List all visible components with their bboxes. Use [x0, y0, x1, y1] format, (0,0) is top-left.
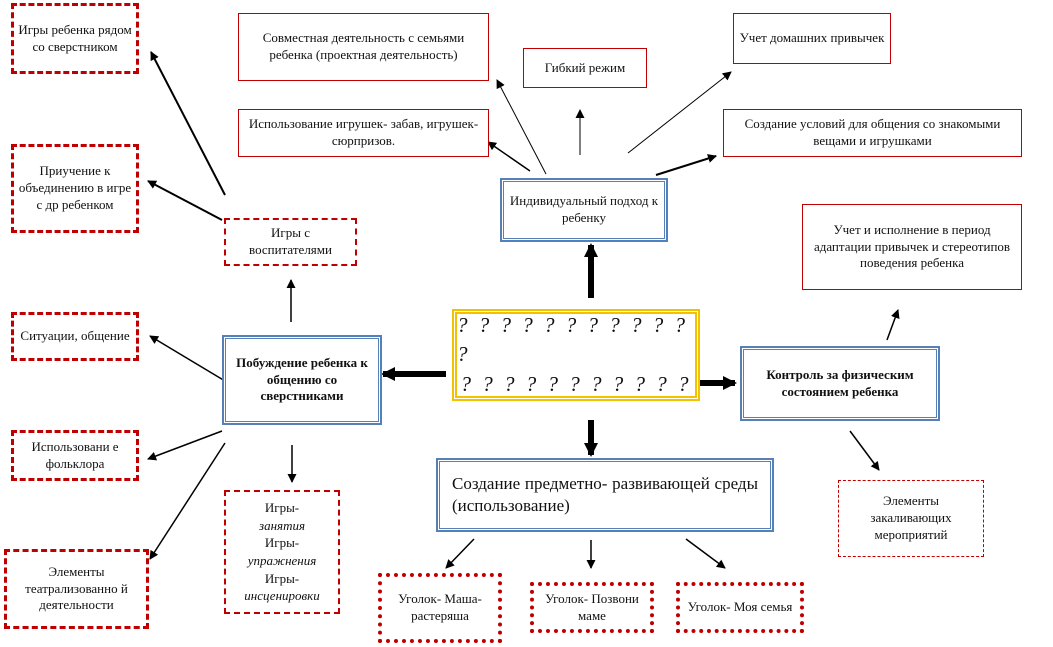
individual-approach-box: Индивидуальный подход к ребенку	[500, 178, 668, 242]
games-item-1-type: занятия	[259, 517, 305, 533]
arrow-to-adaptation	[886, 309, 900, 341]
arrow-to-theatre	[149, 442, 226, 560]
arrow-to-joining	[147, 180, 223, 221]
arrow-to-situations	[149, 335, 226, 382]
joining-box: Приучение к объединению в игре с др ребе…	[11, 144, 139, 233]
folklore-box: Использовани е фольклора	[11, 430, 139, 481]
center-line-1: ? ? ? ? ? ? ? ? ? ? ? ?	[457, 312, 688, 367]
familiar-things-box: Создание условий для общения со знакомым…	[723, 109, 1022, 157]
games-list-box: Игры- занятия Игры- упражнения Игры- инс…	[224, 490, 340, 614]
arrow-to-hardening	[849, 430, 880, 471]
arrow-to-corner1	[445, 538, 475, 569]
arrow-to-joint	[496, 79, 547, 175]
arrow-to-habits	[627, 71, 732, 154]
games-item-2-type: упражнения	[247, 553, 317, 568]
joint-activity-box: Совместная деятельность с семьями ребенк…	[238, 13, 489, 81]
center-line-2: ? ? ? ? ? ? ? ? ? ? ?	[460, 371, 692, 396]
games-item-1: Игры-	[264, 500, 300, 516]
games-item-2: Игры-	[264, 535, 300, 551]
environment-box: Создание предметно- развивающей среды (и…	[436, 458, 774, 532]
arrow-to-toys	[487, 141, 531, 172]
teacher-games-box: Игры с воспитателями	[224, 218, 357, 266]
corner-masha-box: Уголок- Маша- растеряша	[378, 573, 502, 643]
peers-play-box: Игры ребенка рядом со сверстником	[11, 3, 139, 74]
games-item-3-type: инсценировки	[244, 588, 320, 604]
toys-usage-box: Использование игрушек- забав, игрушек- с…	[238, 109, 489, 157]
theatre-box: Элементы театрализованно й деятельности	[4, 549, 149, 629]
hardening-box: Элементы закаливающих мероприятий	[838, 480, 984, 557]
center-question-box: ? ? ? ? ? ? ? ? ? ? ? ? ? ? ? ? ? ? ? ? …	[452, 309, 700, 401]
arrow-to-familiar	[655, 154, 717, 176]
physical-control-box: Контроль за физическим состоянием ребенк…	[740, 346, 940, 421]
games-item-3: Игры-	[264, 570, 300, 586]
situations-box: Ситуации, общение	[11, 312, 139, 361]
corner-family-box: Уголок- Моя семья	[676, 582, 804, 633]
home-habits-box: Учет домашних привычек	[733, 13, 891, 64]
motivation-box: Побуждение ребенка к общению со сверстни…	[222, 335, 382, 425]
flexible-mode-box: Гибкий режим	[523, 48, 647, 88]
corner-call-mom-box: Уголок- Позвони маме	[530, 582, 654, 633]
arrow-to-peers-play	[150, 51, 226, 196]
adaptation-box: Учет и исполнение в период адаптации при…	[802, 204, 1022, 290]
arrow-to-folklore	[147, 430, 223, 461]
arrow-to-corner3	[685, 538, 726, 569]
